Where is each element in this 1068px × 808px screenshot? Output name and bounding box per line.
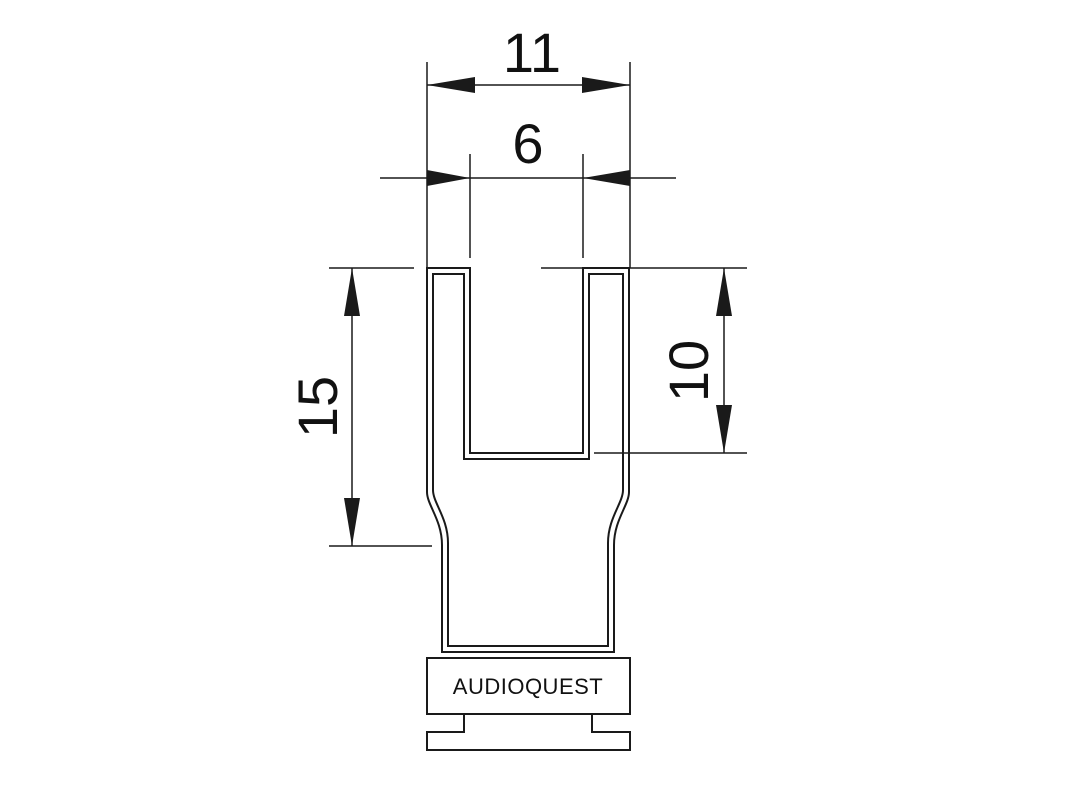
brand-label: AUDIOQUEST	[453, 674, 603, 699]
dimension-label-overall-length: 15	[286, 376, 349, 438]
dimension-label-overall-width: 11	[503, 21, 561, 84]
dimension-label-slot-depth: 10	[657, 340, 720, 402]
dimension-overall-length: 15	[286, 267, 432, 547]
dimension-slot-width: 6	[380, 112, 676, 258]
connector-base	[426, 714, 631, 751]
dimension-label-slot-width: 6	[512, 112, 543, 175]
dimension-slot-depth: 10	[541, 267, 747, 454]
connector-inner-outline	[432, 273, 624, 647]
dimension-overall-width: 11	[426, 21, 631, 268]
connector-barrel	[426, 657, 631, 715]
